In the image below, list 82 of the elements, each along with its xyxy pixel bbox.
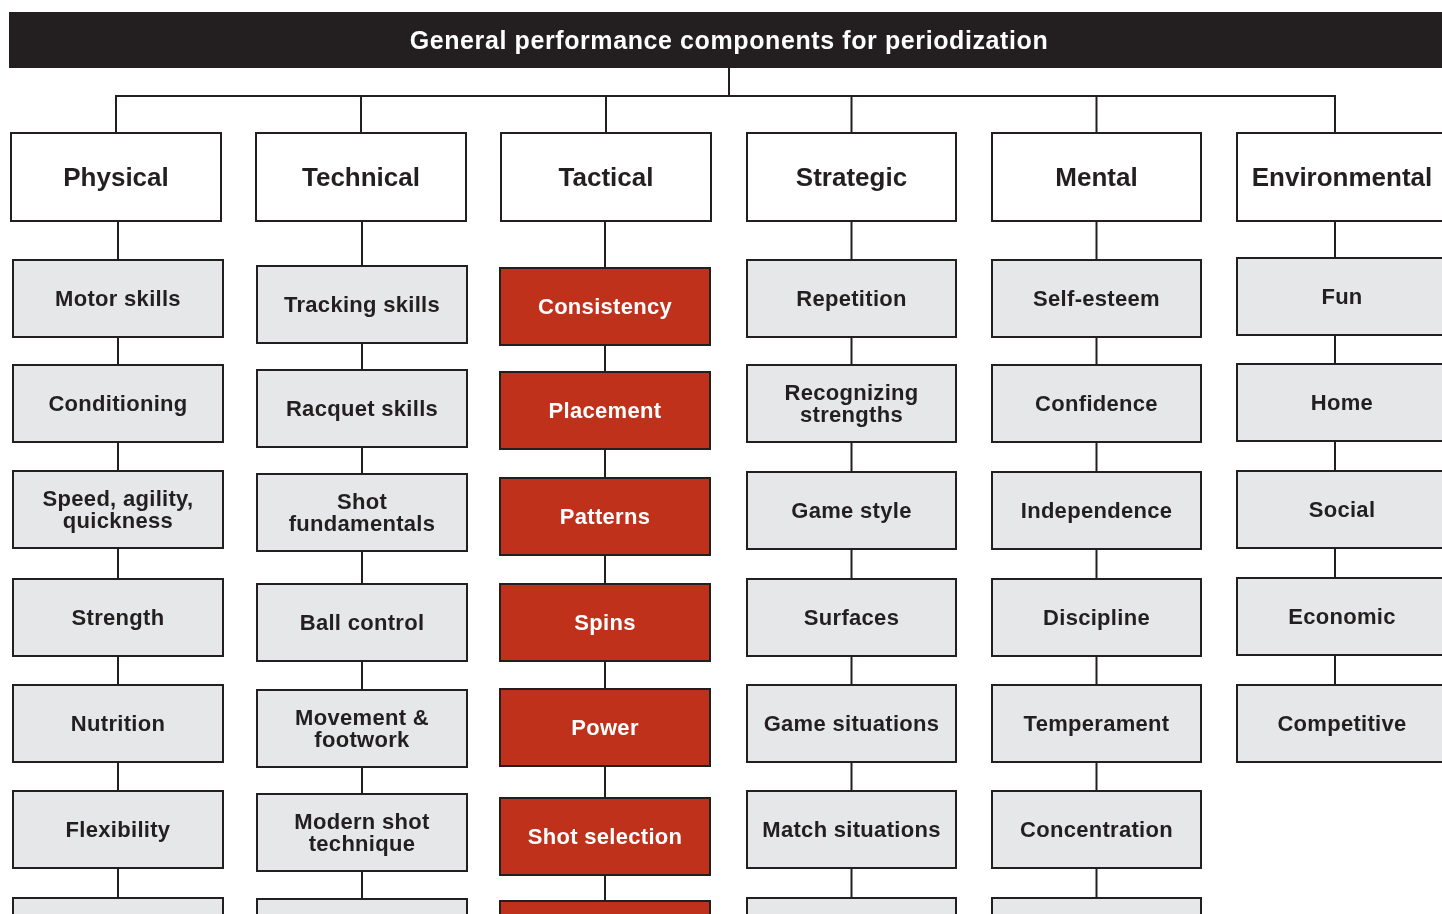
connector-line — [1095, 762, 1098, 791]
connector-line — [117, 221, 119, 260]
component-box: Repetition — [746, 259, 957, 338]
connector-line — [117, 868, 119, 898]
component-box: Match situations — [746, 790, 957, 869]
connector-line — [1334, 441, 1336, 471]
connector-line — [850, 221, 853, 260]
connector-line — [1095, 337, 1098, 365]
component-box: Conditioning — [12, 364, 224, 443]
category-box: Environmental — [1236, 132, 1442, 222]
connector-line — [604, 555, 606, 584]
component-box: Discipline — [991, 578, 1202, 657]
component-box: Modern shot technique — [256, 793, 468, 872]
connector-line — [361, 221, 363, 266]
connector-line — [850, 762, 853, 791]
component-box: Flexibility — [12, 790, 224, 869]
connector-line — [604, 345, 606, 372]
connector-line — [361, 447, 363, 474]
connector-line — [1334, 221, 1336, 258]
component-box: Temperament — [991, 684, 1202, 763]
component-box: Patterns — [499, 477, 711, 556]
component-box: Speed, agility, quickness — [12, 470, 224, 549]
connector-line — [361, 343, 363, 370]
category-box: Physical — [10, 132, 222, 222]
connector-line — [1334, 655, 1336, 685]
connector-line — [117, 548, 119, 579]
component-box: Nutrition — [12, 684, 224, 763]
connector-line — [361, 871, 363, 899]
component-box: Self-esteem — [991, 259, 1202, 338]
component-box: Surfaces — [746, 578, 957, 657]
connector-line — [604, 661, 606, 689]
connector-line — [117, 656, 119, 685]
component-box: Home — [1236, 363, 1442, 442]
connector-line — [604, 221, 606, 268]
category-box: Technical — [255, 132, 467, 222]
connector-line — [361, 661, 363, 690]
connector-line — [850, 656, 853, 685]
connector-line — [1095, 549, 1098, 579]
connector-line — [117, 442, 119, 471]
component-box: Game style — [746, 471, 957, 550]
category-box: Strategic — [746, 132, 957, 222]
connector-line — [117, 337, 119, 365]
connector-line — [604, 875, 606, 901]
component-box: Racquet skills — [256, 369, 468, 448]
connector-line — [604, 766, 606, 798]
component-box: Competitive — [1236, 684, 1442, 763]
connector-line — [1095, 656, 1098, 685]
connector-line — [361, 551, 363, 584]
component-box: Shot selection — [499, 797, 711, 876]
connector-line — [1095, 868, 1098, 898]
component-box: Confidence — [991, 364, 1202, 443]
component-box: Economic — [1236, 577, 1442, 656]
component-box: Shot fundamentals — [256, 473, 468, 552]
connector-line — [1095, 442, 1098, 472]
connector-line — [361, 767, 363, 794]
component-box: Recognizing strengths — [746, 364, 957, 443]
connector-line — [850, 442, 853, 472]
component-box: Spins — [499, 583, 711, 662]
component-box: Social — [1236, 470, 1442, 549]
connector-line — [850, 337, 853, 365]
connector-line — [117, 762, 119, 791]
component-box: Consistency — [499, 267, 711, 346]
connector-line — [604, 449, 606, 478]
component-box: Movement & footwork — [256, 689, 468, 768]
title-bar: General performance components for periodization — [9, 12, 1442, 68]
category-box: Tactical — [500, 132, 712, 222]
component-box: Power — [499, 688, 711, 767]
connector-line — [850, 868, 853, 898]
component-box: Fun — [1236, 257, 1442, 336]
connector-line — [850, 549, 853, 579]
component-box: Independence — [991, 471, 1202, 550]
component-box: Tracking skills — [256, 265, 468, 344]
component-box: Strength — [12, 578, 224, 657]
connector-line — [1334, 335, 1336, 364]
connector-line — [1095, 221, 1098, 260]
component-box: Placement — [499, 371, 711, 450]
component-box: Motor skills — [12, 259, 224, 338]
component-box: Game situations — [746, 684, 957, 763]
component-box: Ball control — [256, 583, 468, 662]
connector-line — [1334, 548, 1336, 578]
category-box: Mental — [991, 132, 1202, 222]
component-box: Concentration — [991, 790, 1202, 869]
